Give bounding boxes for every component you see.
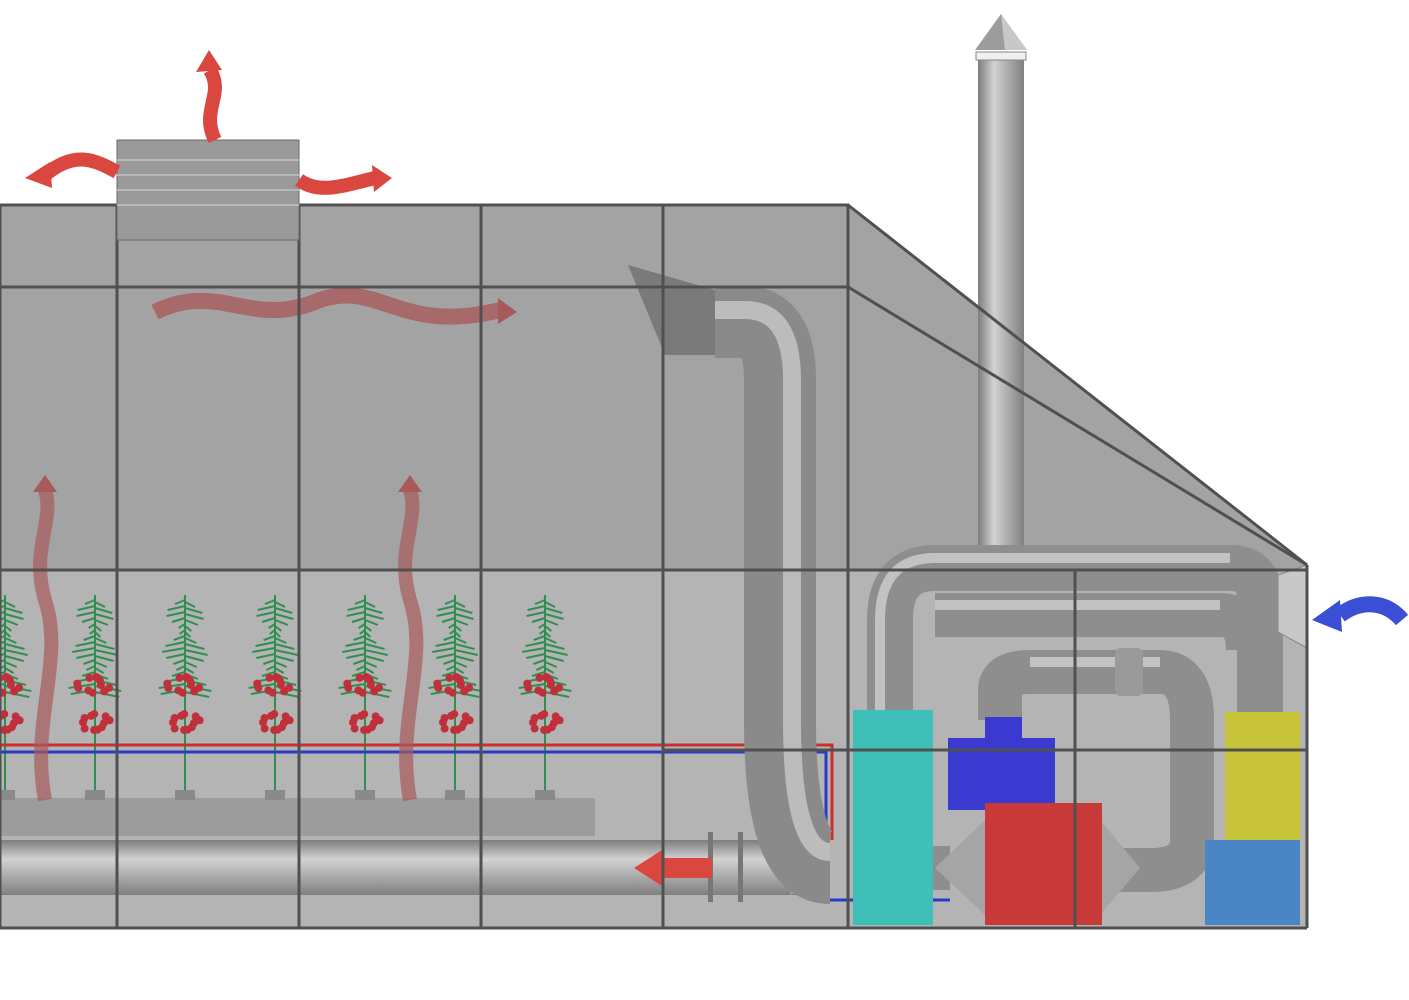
hot-air-arrow [40, 66, 377, 195]
greenhouse-frame [0, 203, 1309, 930]
cyan-heat-exchanger [853, 710, 933, 925]
tomato-plant [158, 595, 212, 800]
tomato-plant [68, 595, 122, 800]
blue-boiler-top [985, 717, 1022, 742]
roof-vent [116, 139, 300, 241]
tomato-plant [518, 595, 572, 800]
tomato-plant [428, 595, 482, 800]
return-air-arrow [634, 850, 712, 886]
red-burner-unit [985, 803, 1102, 925]
tomato-plant [338, 595, 392, 800]
blue-tank [1205, 840, 1300, 925]
tomato-plants [0, 595, 572, 800]
equipment-pipes [867, 545, 1283, 915]
heating-pipe-red [0, 743, 834, 840]
warm-air-arrows [33, 287, 517, 802]
cold-air-arrow [1312, 596, 1409, 632]
tomato-plant [0, 595, 32, 800]
tomato-plant [248, 595, 302, 800]
chimney-icon [975, 14, 1027, 565]
